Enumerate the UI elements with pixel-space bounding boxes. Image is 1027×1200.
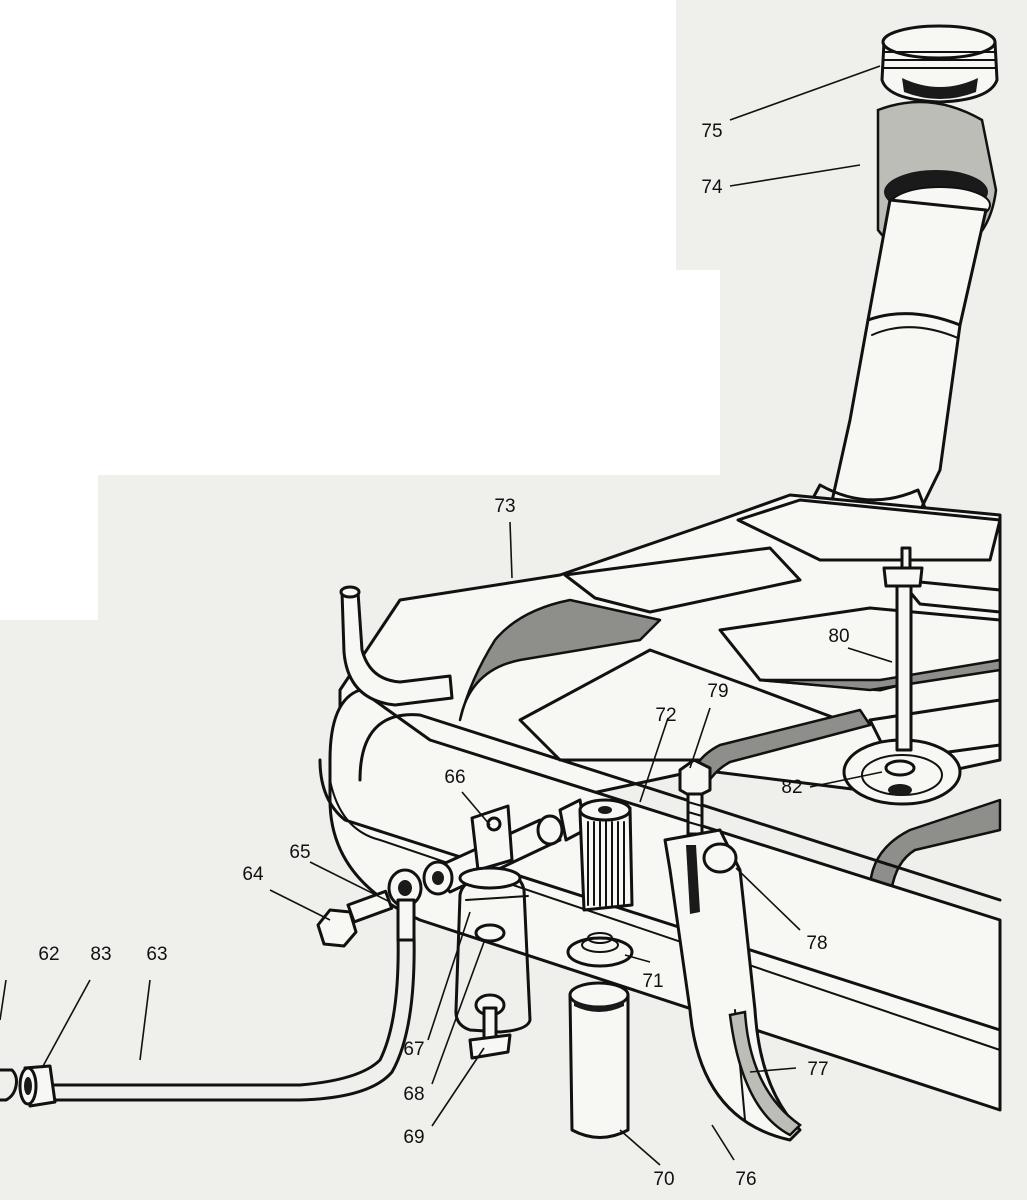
callout-74: 74 [701,177,723,198]
callout-69: 69 [403,1127,424,1148]
filter-bowl-bracket [454,866,532,1034]
filler-pipe [810,198,988,519]
sealing-washer [474,923,506,943]
callout-80: 80 [828,626,849,647]
callout-83: 83 [90,944,111,965]
callout-82: 82 [781,777,802,798]
pipe-end [0,1068,18,1102]
callout-76: 76 [735,1169,756,1190]
pipe-nut [18,1064,57,1108]
callout-67: 67 [403,1039,424,1060]
callout-labels: 62 83 63 64 65 66 67 68 69 70 71 72 73 7… [38,121,849,1190]
callout-62: 62 [38,944,59,965]
callout-78: 78 [806,933,827,954]
callout-66: 66 [444,767,465,788]
wing-screw [468,993,512,1060]
callout-63: 63 [146,944,167,965]
filter-bowl [568,981,630,1139]
banjo-union [387,868,423,942]
filter-spring [566,932,634,968]
callout-65: 65 [289,842,310,863]
strap-bolt [678,758,712,836]
callout-64: 64 [242,864,264,885]
callout-70: 70 [653,1169,674,1190]
gauge-sender-rod [882,546,924,752]
leader-lines [0,65,893,1166]
fuel-pipe [53,933,416,1102]
callout-68: 68 [403,1084,424,1105]
callout-77: 77 [807,1059,828,1080]
filler-cap [880,24,999,104]
fuel-tank [318,493,1002,1112]
callout-72: 72 [655,705,676,726]
callout-79: 79 [707,681,728,702]
callout-75: 75 [701,121,722,142]
filter-element [578,798,634,912]
callout-73: 73 [494,496,515,517]
tank-mounting-strap [663,828,802,1142]
banjo-bolt [316,889,394,948]
callout-71: 71 [642,971,663,992]
